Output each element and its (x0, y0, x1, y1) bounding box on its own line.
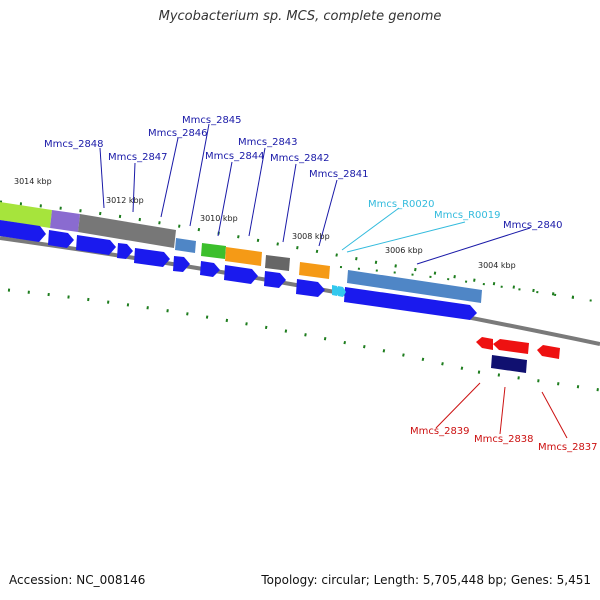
cds-arrow[interactable] (296, 279, 325, 297)
cds-arrow[interactable] (224, 265, 258, 284)
cds-arrow[interactable] (173, 256, 190, 272)
accession-label: Accession: NC_008146 (9, 573, 146, 587)
cds-arrow[interactable] (76, 235, 116, 255)
scale-label: 3014 kbp (14, 177, 52, 186)
cds-arrow[interactable] (117, 243, 133, 259)
orange-segment-1[interactable] (225, 247, 262, 266)
gene-label-mmcs-2841[interactable]: Mmcs_2841 (309, 169, 369, 180)
gene-label-mmcs-2837[interactable]: Mmcs_2837 (538, 442, 598, 453)
purple-segment[interactable] (50, 210, 80, 232)
scale-labels: 3014 kbp 3012 kbp 3010 kbp 3008 kbp 3006… (14, 177, 516, 270)
inner-tick-track (7, 288, 600, 392)
gene-labels: Mmcs_2848 Mmcs_2847 Mmcs_2846 Mmcs_2845 … (44, 115, 598, 453)
cds-arrow[interactable] (48, 230, 74, 248)
scale-label: 3008 kbp (292, 232, 330, 241)
gene-label-mmcs-2844[interactable]: Mmcs_2844 (205, 151, 265, 162)
gene-label-mmcs-r0019[interactable]: Mmcs_R0019 (434, 210, 500, 221)
cds-arrow[interactable] (0, 220, 46, 242)
gene-label-mmcs-2848[interactable]: Mmcs_2848 (44, 139, 104, 150)
lime-segment[interactable] (0, 202, 52, 228)
reverse-cds-arrow[interactable] (476, 337, 493, 350)
orange-segment-2[interactable] (299, 262, 330, 279)
cds-arrow[interactable] (344, 287, 477, 320)
reverse-cds-arrow[interactable] (537, 345, 560, 359)
rna-genes (332, 285, 346, 297)
cds-arrow[interactable] (264, 271, 286, 288)
leader-lines (99, 123, 568, 439)
gene-label-mmcs-2838[interactable]: Mmcs_2838 (474, 434, 534, 445)
cds-arrow[interactable] (134, 248, 170, 267)
gene-label-mmcs-2846[interactable]: Mmcs_2846 (148, 128, 208, 139)
gene-label-mmcs-2847[interactable]: Mmcs_2847 (108, 152, 168, 163)
steelblue-segment-1[interactable] (175, 238, 196, 253)
gene-label-mmcs-2843[interactable]: Mmcs_2843 (238, 137, 298, 148)
green-segment[interactable] (201, 243, 226, 259)
gene-label-mmcs-r0020[interactable]: Mmcs_R0020 (368, 199, 434, 210)
rna-arrow[interactable] (338, 286, 346, 297)
scale-label: 3006 kbp (385, 246, 423, 255)
gray-segment-1[interactable] (78, 214, 176, 248)
reverse-cds-arrow[interactable] (493, 339, 529, 354)
reverse-dark-gene[interactable] (491, 355, 527, 373)
cds-arrow[interactable] (200, 261, 220, 277)
gene-label-mmcs-2839[interactable]: Mmcs_2839 (410, 426, 470, 437)
topology-label: Topology: circular; Length: 5,705,448 bp… (261, 573, 591, 587)
reverse-genes (476, 337, 560, 373)
scale-label: 3012 kbp (106, 196, 144, 205)
map-title: Mycobacterium sp. MCS, complete genome (158, 9, 442, 24)
gene-label-mmcs-2845[interactable]: Mmcs_2845 (182, 115, 242, 126)
forward-genes (0, 220, 477, 320)
scale-label: 3004 kbp (478, 261, 516, 270)
scale-label: 3010 kbp (200, 214, 238, 223)
gene-label-mmcs-2842[interactable]: Mmcs_2842 (270, 153, 330, 164)
gray-segment-2[interactable] (265, 255, 290, 271)
feature-band (0, 202, 482, 303)
gene-label-mmcs-2840[interactable]: Mmcs_2840 (503, 220, 563, 231)
steelblue-segment-2[interactable] (347, 270, 482, 303)
